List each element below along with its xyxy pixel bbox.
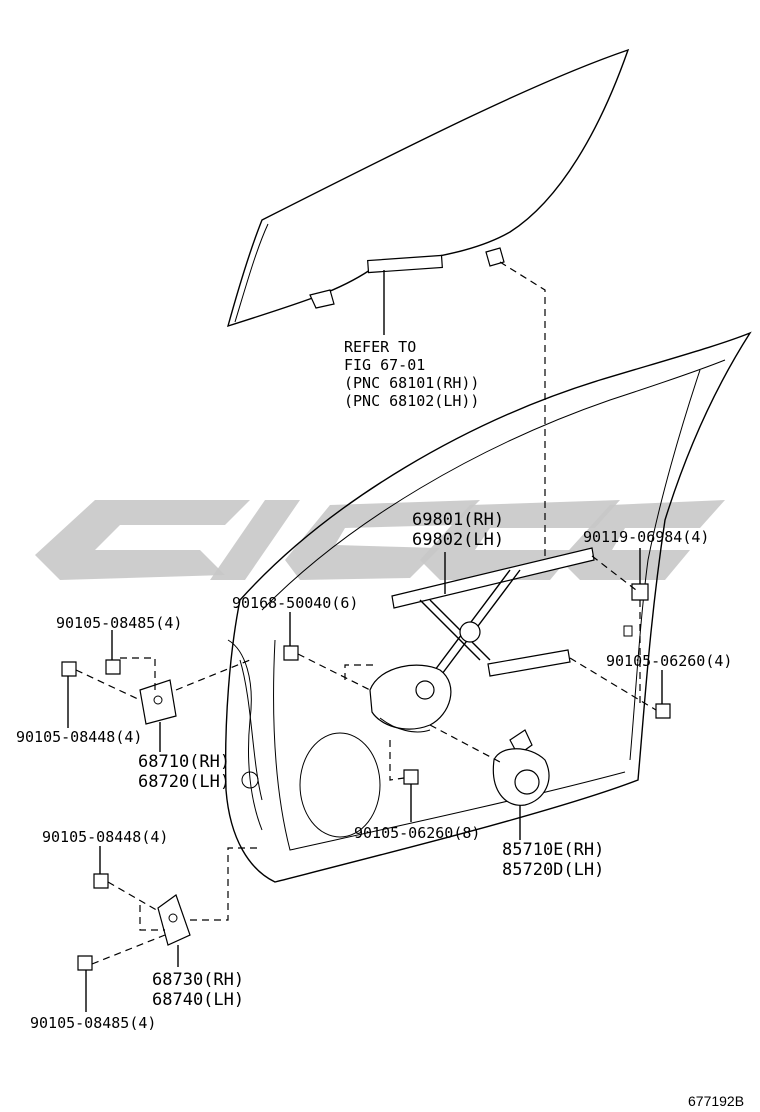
window-glass [226, 48, 630, 335]
window-regulator [369, 547, 595, 733]
regulator-motor [492, 729, 550, 806]
refer-note-line-4: (PNC 68102(LH)) [344, 392, 480, 410]
label-bolt-90105-06260-mid: 90105-06260(8) [354, 824, 481, 842]
glass-clip-left [309, 289, 335, 309]
label-bolt-90105-08485-top: 90105-08485(4) [56, 614, 183, 632]
figure-code: 677192B [688, 1093, 745, 1109]
label-bolt-90105-08485-bottom: 90105-08485(4) [30, 1014, 157, 1032]
door-hinge-upper [139, 679, 177, 752]
label-regulator-rh: 69801(RH) [412, 510, 505, 530]
watermark-logo [35, 500, 725, 580]
label-bolt-90119: 90119-06984(4) [583, 528, 710, 546]
door-hinge-lower [157, 894, 191, 967]
label-bolt-90105-06260-right: 90105-06260(4) [606, 652, 733, 670]
label-hinge-upper-lh: 68720(LH) [138, 772, 231, 792]
glass-channel [367, 254, 443, 274]
regulator-rail-top [391, 547, 595, 609]
bolt-icon [61, 583, 671, 971]
refer-note-line-1: REFER TO [344, 338, 417, 356]
label-bolt-90168: 90168-50040(6) [232, 594, 359, 612]
label-regulator-lh: 69802(LH) [412, 530, 505, 550]
label-motor-lh: 85720D(LH) [502, 860, 605, 880]
regulator-gear-plate [369, 664, 452, 730]
label-bolt-90105-08448-bottom: 90105-08448(4) [42, 828, 169, 846]
label-bolt-90105-08448-top: 90105-08448(4) [16, 728, 143, 746]
label-motor-rh: 85710E(RH) [502, 840, 605, 860]
label-hinge-lower-lh: 68740(LH) [152, 990, 245, 1010]
regulator-rail-bottom [487, 649, 571, 677]
label-hinge-upper-rh: 68710(RH) [138, 752, 231, 772]
glass-clip-right [485, 247, 505, 267]
refer-note-line-2: FIG 67-01 [344, 356, 426, 374]
refer-note-line-3: (PNC 68101(RH)) [344, 374, 480, 392]
label-hinge-lower-rh: 68730(RH) [152, 970, 245, 990]
